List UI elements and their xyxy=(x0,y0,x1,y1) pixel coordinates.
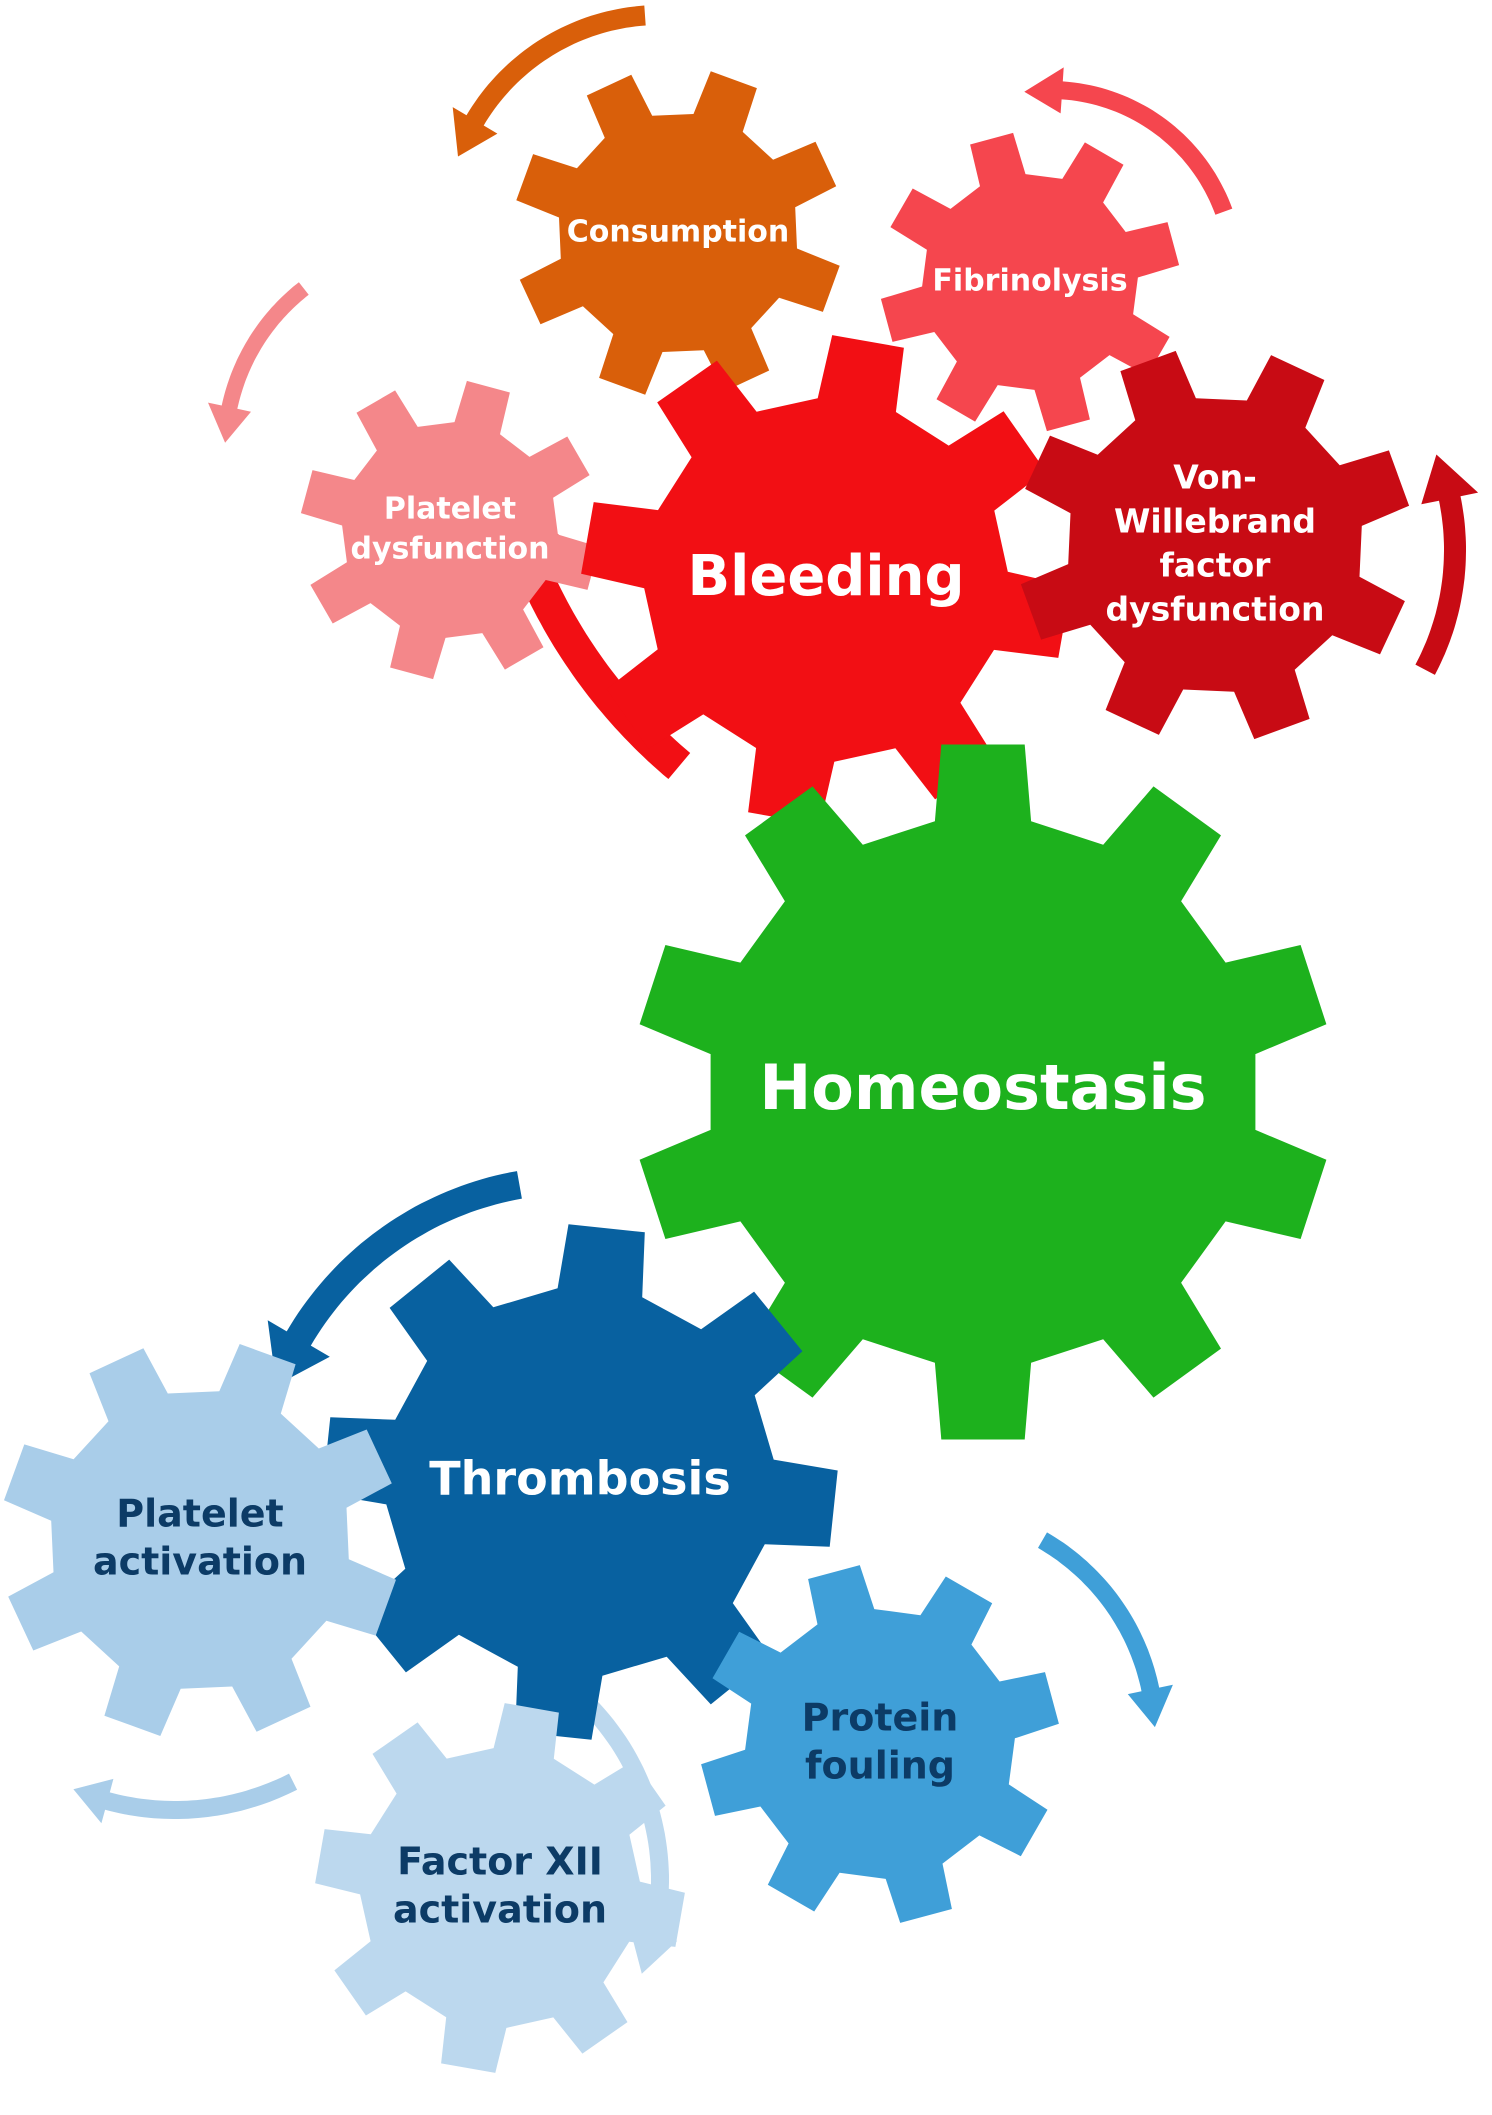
gear-platelet-activation-shape xyxy=(4,1344,396,1736)
gear-factor-xii-activation-label: Factor XII xyxy=(397,1840,603,1884)
consumption-cycle-arrow xyxy=(452,5,646,157)
gear-fibrinolysis-label: Fibrinolysis xyxy=(932,264,1127,299)
gear-vwf-dysfunction-label: Von- xyxy=(1173,458,1257,497)
gear-protein-fouling-shape xyxy=(701,1565,1059,1923)
vwf-cycle-arrow xyxy=(1415,454,1479,675)
gear-platelet-activation-label: Platelet xyxy=(116,1492,283,1536)
gear-fibrinolysis: Fibrinolysis xyxy=(880,132,1180,432)
gear-vwf-dysfunction-label: dysfunction xyxy=(1106,590,1325,629)
gear-factor-xii-activation-label: activation xyxy=(393,1888,607,1932)
gear-thrombosis-label: Thrombosis xyxy=(429,1452,730,1506)
gear-protein-fouling-label: fouling xyxy=(805,1744,955,1788)
gear-platelet-dysfunction-label: dysfunction xyxy=(350,532,549,567)
gear-protein-fouling-label: Protein xyxy=(802,1696,959,1740)
gear-platelet-dysfunction-shape xyxy=(300,380,600,680)
gear-vwf-dysfunction-label: factor xyxy=(1160,546,1272,585)
gear-thrombosis: Thrombosis xyxy=(322,1224,838,1740)
gear-bleeding: Bleeding xyxy=(581,335,1071,825)
gear-bleeding-label: Bleeding xyxy=(687,544,964,609)
platelet-activation-cycle-arrow xyxy=(73,1773,298,1824)
fibrinolysis-cycle-arrow xyxy=(1024,67,1233,215)
gear-vwf-dysfunction-label: Willebrand xyxy=(1114,502,1316,541)
gear-vwf-dysfunction: Von- Willebrand factor dysfunction xyxy=(1020,350,1410,740)
gear-consumption-shape xyxy=(516,71,840,395)
protein-fouling-cycle-arrow xyxy=(1038,1532,1173,1728)
gear-platelet-dysfunction: Platelet dysfunction xyxy=(300,380,600,680)
gear-homeostasis-shape xyxy=(639,744,1327,1440)
gear-consumption-label: Consumption xyxy=(567,215,790,250)
gear-fibrinolysis-shape xyxy=(880,132,1180,432)
gear-platelet-dysfunction-label: Platelet xyxy=(384,492,516,527)
gear-platelet-activation-label: activation xyxy=(93,1540,307,1584)
gear-consumption: Consumption xyxy=(516,71,840,395)
gear-vwf-dysfunction-shape xyxy=(1020,350,1410,740)
gear-factor-xii-activation-shape xyxy=(315,1703,685,2073)
gear-homeostasis: Homeostasis xyxy=(639,744,1327,1440)
gear-thrombosis-shape xyxy=(322,1224,838,1740)
gear-homeostasis-label: Homeostasis xyxy=(759,1051,1206,1124)
gear-bleeding-shape xyxy=(581,335,1071,825)
platelet-dysfunction-cycle-arrow xyxy=(208,282,309,443)
